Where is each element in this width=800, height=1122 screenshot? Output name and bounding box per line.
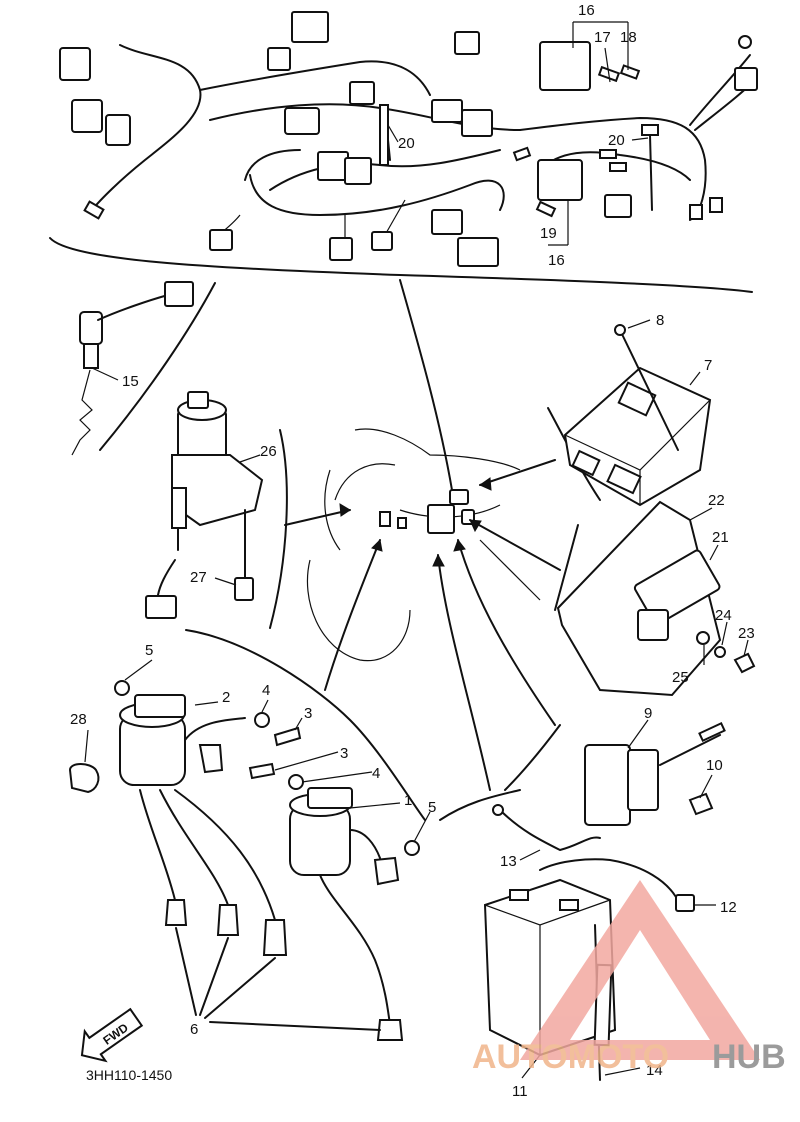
callout-23: 23 <box>738 625 755 642</box>
callout-26: 26 <box>260 443 277 460</box>
callout-9: 9 <box>644 705 652 722</box>
ecu-unit <box>563 324 712 507</box>
callout-27: 27 <box>190 569 207 586</box>
diagram-code: 3HH110-1450 <box>86 1067 172 1083</box>
callout-2: 2 <box>222 689 230 706</box>
callout-13: 13 <box>500 853 517 870</box>
callout-22: 22 <box>708 492 725 509</box>
callout-5-right: 5 <box>428 799 436 816</box>
callout-17: 17 <box>594 29 611 46</box>
callout-12: 12 <box>720 899 737 916</box>
fasteners-right <box>696 631 756 674</box>
callout-21: 21 <box>712 529 729 546</box>
callout-3-bottom: 3 <box>340 745 348 762</box>
watermark-brand-primary: AUTOMOTO <box>472 1038 669 1076</box>
mount-plate <box>556 500 722 697</box>
watermark-brand-secondary: HUB <box>712 1038 786 1076</box>
plug-leads <box>139 789 404 1041</box>
callout-16-bottom: 16 <box>548 252 565 269</box>
leader-lines <box>84 21 749 1079</box>
callout-19: 19 <box>540 225 557 242</box>
callout-20-left: 20 <box>398 135 415 152</box>
watermark: AUTOMOTO HUB <box>472 880 786 1076</box>
callout-15: 15 <box>122 373 139 390</box>
callout-5-left: 5 <box>145 642 153 659</box>
motorcycle-sketch <box>306 279 541 662</box>
ignition-coil-1 <box>289 787 400 886</box>
callout-numbers: 16 17 18 20 20 19 16 8 7 15 26 22 21 27 … <box>70 2 755 1100</box>
wire-harness <box>59 11 758 267</box>
sensor-15 <box>71 281 194 456</box>
callout-3-top: 3 <box>304 705 312 722</box>
callout-14: 14 <box>646 1062 663 1079</box>
callout-11: 11 <box>512 1083 528 1100</box>
callout-6: 6 <box>190 1021 198 1038</box>
ignition-coil-2 <box>119 694 246 786</box>
callout-18: 18 <box>620 29 637 46</box>
callout-1: 1 <box>404 792 412 809</box>
callout-8: 8 <box>656 312 664 329</box>
relay-unit <box>584 721 726 826</box>
callout-28: 28 <box>70 711 87 728</box>
watermark-logo <box>520 880 760 1060</box>
callout-4-bottom: 4 <box>372 765 380 782</box>
callout-10: 10 <box>706 757 723 774</box>
callout-20-right: 20 <box>608 132 625 149</box>
fwd-arrow: FWD <box>80 1007 144 1063</box>
callout-4-top: 4 <box>262 682 270 699</box>
callout-7: 7 <box>704 357 712 374</box>
ignition-switch <box>145 391 264 619</box>
callout-16-top: 16 <box>578 2 595 19</box>
callout-24: 24 <box>715 607 732 624</box>
pointer-lines <box>284 459 561 791</box>
callout-25: 25 <box>672 669 689 686</box>
fasteners-center <box>68 680 420 856</box>
